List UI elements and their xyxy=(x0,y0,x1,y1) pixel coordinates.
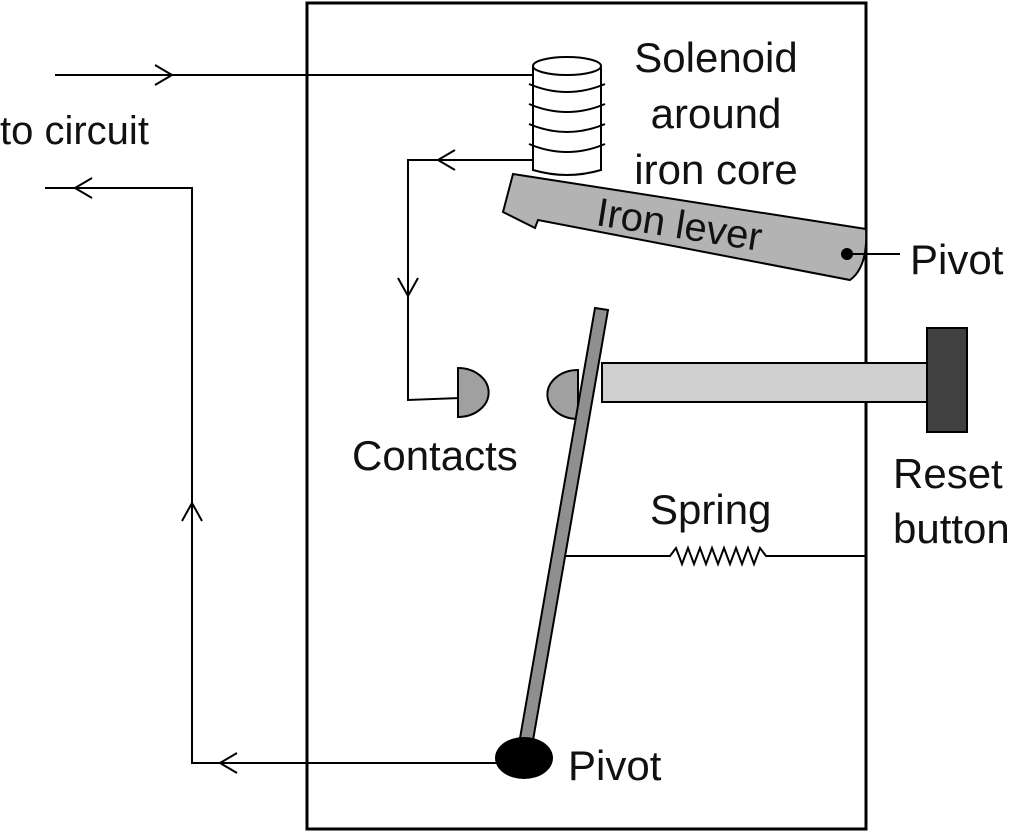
pivot-top-label: Pivot xyxy=(910,236,1004,283)
circuit-wires xyxy=(45,74,533,764)
solenoid-core xyxy=(532,66,602,176)
return-wire xyxy=(45,187,498,764)
arrow-up-icon xyxy=(181,500,203,522)
solenoid-top xyxy=(532,56,602,76)
coil-turn xyxy=(528,103,606,113)
fixed-contact xyxy=(457,366,490,419)
lever-pivot xyxy=(841,248,853,260)
solenoid-label-line2: around xyxy=(651,90,782,137)
moving-contact xyxy=(546,368,579,421)
reset-shaft xyxy=(601,362,930,403)
arrow-left-icon xyxy=(436,149,456,171)
spring xyxy=(565,545,866,567)
solenoid-coil xyxy=(528,56,606,176)
reset-label-line2: button xyxy=(893,505,1010,552)
arrow-left-icon xyxy=(73,177,93,199)
arrowheads xyxy=(73,64,456,774)
reset-knob xyxy=(926,327,968,433)
coil-turn xyxy=(528,143,606,153)
coil-turn xyxy=(528,123,606,133)
to-circuit-label: to circuit xyxy=(0,109,149,153)
reset-label-line1: Reset xyxy=(893,450,1003,497)
pivot-bottom-label: Pivot xyxy=(568,742,662,789)
arrow-right-icon xyxy=(154,64,174,86)
solenoid-label-line1: Solenoid xyxy=(634,34,797,81)
bottom-pivot xyxy=(495,737,553,779)
arrow-down-icon xyxy=(397,277,419,299)
spring-label: Spring xyxy=(650,486,771,533)
coil-turn xyxy=(528,83,606,93)
housing-box xyxy=(305,1,868,831)
arrow-left-icon xyxy=(218,752,238,774)
solenoid-label-line3: iron core xyxy=(634,146,797,193)
iron-lever xyxy=(501,172,868,282)
contacts-label: Contacts xyxy=(352,432,518,479)
solenoid-to-contact-wire xyxy=(407,159,533,402)
